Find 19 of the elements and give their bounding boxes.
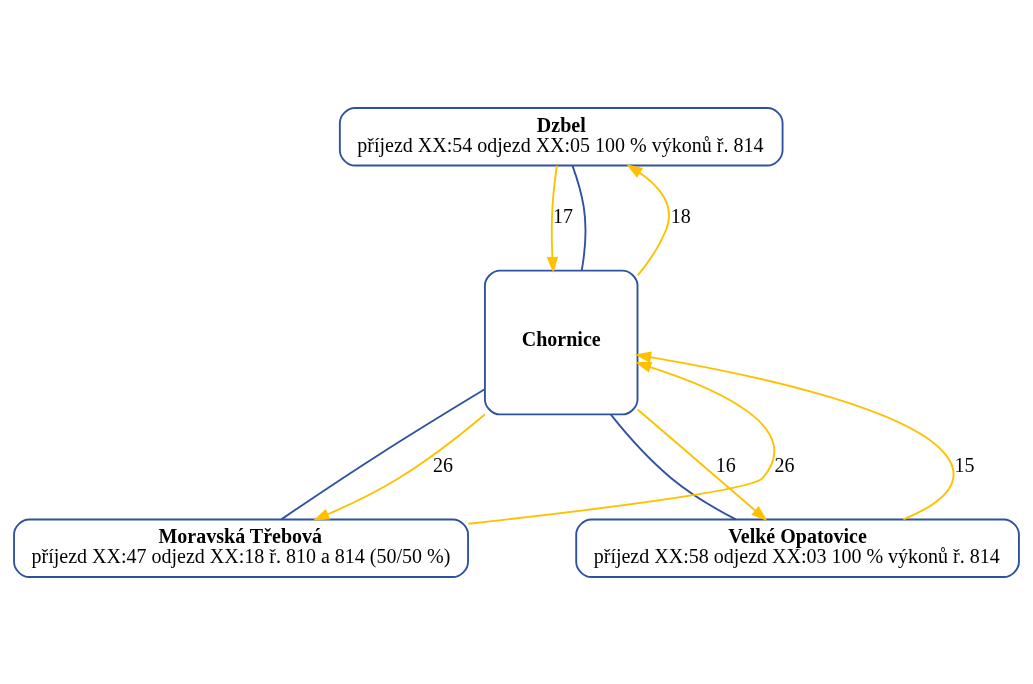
connector — [609, 413, 737, 520]
edge-label: 26 — [433, 453, 454, 476]
arrow — [546, 164, 559, 273]
connector — [571, 164, 587, 271]
node-box: Moravská Třebová příjezd XX:47 odjezd XX:18 ř. 810 a 814 (50/50 %) — [13, 518, 469, 578]
arrow — [467, 361, 776, 525]
edge-label: 15 — [954, 453, 975, 476]
node-box: Chornice — [484, 269, 639, 415]
arrow — [626, 163, 670, 276]
arrow — [313, 413, 486, 520]
edge-label: 26 — [774, 453, 795, 476]
node-box: Velké Opatovice příjezd XX:58 odjezd XX:03 100 % výkonů ř. 814 — [575, 518, 1020, 578]
connector — [280, 387, 486, 520]
edge-label: 17 — [553, 204, 574, 227]
arrow — [636, 408, 768, 521]
edge-label: 18 — [670, 204, 691, 227]
edge-label: 16 — [715, 453, 736, 476]
arrow — [634, 351, 955, 520]
node-box: Dzbel příjezd XX:54 odjezd XX:05 100 % výkonů ř. 814 — [338, 106, 784, 166]
